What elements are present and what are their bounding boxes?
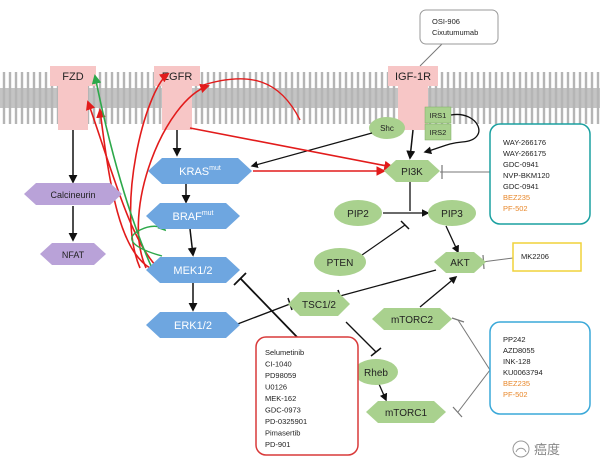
node-mtorc1[interactable]: mTORC1 bbox=[366, 401, 446, 423]
inhibitor-pi3k-line-3: GDC-0941 bbox=[503, 160, 539, 169]
node-calcineurin[interactable]: Calcineurin bbox=[24, 183, 122, 205]
inhibitor-mek-line-1: Selumetinib bbox=[265, 348, 304, 357]
inhibitor-mek-line-4: U0126 bbox=[265, 383, 287, 392]
adaptor-irs1[interactable]: IRS1 bbox=[424, 106, 452, 124]
node-mtorc2[interactable]: mTORC2 bbox=[372, 308, 452, 330]
inhibitor-box-mek[interactable]: SelumetinibCI-1040PD98059U0126MEK-162GDC… bbox=[255, 336, 359, 456]
node-erk[interactable]: ERK1/2 bbox=[146, 312, 240, 338]
receptor-igf1r[interactable]: IGF-1R bbox=[388, 66, 438, 130]
node-pi3k[interactable]: PI3K bbox=[384, 160, 440, 182]
adaptor-irs2-label: IRS2 bbox=[430, 128, 447, 137]
node-akt[interactable]: AKT bbox=[434, 252, 486, 273]
node-mtorc2-label: mTORC2 bbox=[391, 315, 433, 326]
inhibitor-box-akt[interactable]: MK2206 bbox=[512, 242, 582, 272]
node-mtorc1-label: mTORC1 bbox=[385, 408, 427, 419]
inhibitor-mtor-line-6: PF-502 bbox=[503, 390, 528, 399]
inhibitor-mtor-line-4: KU0063794 bbox=[503, 368, 543, 377]
node-kras-label: KRASmut bbox=[179, 165, 221, 178]
watermark-text: 癌度 bbox=[534, 442, 560, 457]
inhibitor-akt-line-1: MK2206 bbox=[521, 252, 549, 261]
inhibitor-pi3k-line-1: WAY-266176 bbox=[503, 138, 546, 147]
node-pi3k-label: PI3K bbox=[401, 167, 423, 178]
inhibitor-pi3k-line-4: NVP-BKM120 bbox=[503, 171, 550, 180]
receptor-igf1r-label: IGF-1R bbox=[395, 71, 431, 83]
inhibitor-pi3k-line-7: PF-502 bbox=[503, 204, 528, 213]
inhibitor-mtor-line-2: AZD8055 bbox=[503, 346, 535, 355]
inhibitor-mek-line-3: PD98059 bbox=[265, 371, 296, 380]
inhibitor-mtor-line-1: PP242 bbox=[503, 335, 526, 344]
node-erk-label: ERK1/2 bbox=[174, 320, 212, 332]
node-braf[interactable]: BRAFmut bbox=[146, 203, 240, 229]
adaptor-shc[interactable]: Shc bbox=[369, 117, 405, 139]
node-nfat[interactable]: NFAT bbox=[40, 243, 106, 265]
adaptor-irs1-label: IRS1 bbox=[430, 111, 447, 120]
node-calcineurin-label: Calcineurin bbox=[50, 190, 95, 200]
inhibitor-mtor-line-3: INK-128 bbox=[503, 357, 531, 366]
inhibitor-box-igf1r[interactable]: OSI-906 Cixutumumab bbox=[419, 9, 499, 45]
node-pip2[interactable]: PIP2 bbox=[334, 200, 382, 226]
adaptor-shc-label: Shc bbox=[380, 124, 394, 133]
node-akt-label: AKT bbox=[450, 258, 469, 269]
node-pten-label: PTEN bbox=[327, 258, 354, 269]
node-pip2-label: PIP2 bbox=[347, 209, 369, 220]
inhibitor-box-pi3k[interactable]: WAY-266176WAY-266175GDC-0941NVP-BKM120GD… bbox=[489, 123, 591, 225]
inhibitor-pi3k-line-6: BEZ235 bbox=[503, 193, 530, 202]
node-tsc-label: TSC1/2 bbox=[302, 300, 336, 311]
inhibitor-mek-line-9: PD-901 bbox=[265, 440, 290, 449]
inhibitor-mek-line-2: CI-1040 bbox=[265, 360, 292, 369]
node-mek-label: MEK1/2 bbox=[173, 265, 212, 277]
receptor-egfr-label: EGFR bbox=[162, 71, 193, 83]
adaptor-irs2[interactable]: IRS2 bbox=[424, 123, 452, 141]
node-nfat-label: NFAT bbox=[62, 250, 85, 260]
node-braf-label: BRAFmut bbox=[172, 210, 213, 223]
node-pten[interactable]: PTEN bbox=[314, 248, 366, 276]
receptor-fzd-label: FZD bbox=[62, 71, 83, 83]
node-pip3-label: PIP3 bbox=[441, 209, 463, 220]
node-rheb-label: Rheb bbox=[364, 368, 388, 379]
inhibitor-mek-line-5: MEK-162 bbox=[265, 394, 296, 403]
inhibitor-mek-line-7: PD-0325901 bbox=[265, 417, 307, 426]
node-pip3[interactable]: PIP3 bbox=[428, 200, 476, 226]
node-rheb[interactable]: Rheb bbox=[354, 359, 398, 385]
inhibitor-mtor-line-5: BEZ235 bbox=[503, 379, 530, 388]
watermark: 癌度 bbox=[512, 440, 560, 458]
node-kras[interactable]: KRASmut bbox=[148, 158, 252, 184]
inhibitor-mek-line-8: Pimasertib bbox=[265, 429, 300, 438]
node-mek[interactable]: MEK1/2 bbox=[146, 257, 240, 283]
inhibitor-igf1r-line-1: OSI-906 bbox=[432, 17, 460, 26]
node-tsc[interactable]: TSC1/2 bbox=[288, 292, 350, 316]
receptor-fzd[interactable]: FZD bbox=[50, 66, 96, 130]
inhibitor-mek-line-6: GDC-0973 bbox=[265, 406, 301, 415]
connections bbox=[68, 42, 514, 418]
inhibitor-pi3k-line-2: WAY-266175 bbox=[503, 149, 546, 158]
inhibitor-pi3k-line-5: GDC-0941 bbox=[503, 182, 539, 191]
inhibitor-igf1r-line-2: Cixutumumab bbox=[432, 28, 478, 37]
